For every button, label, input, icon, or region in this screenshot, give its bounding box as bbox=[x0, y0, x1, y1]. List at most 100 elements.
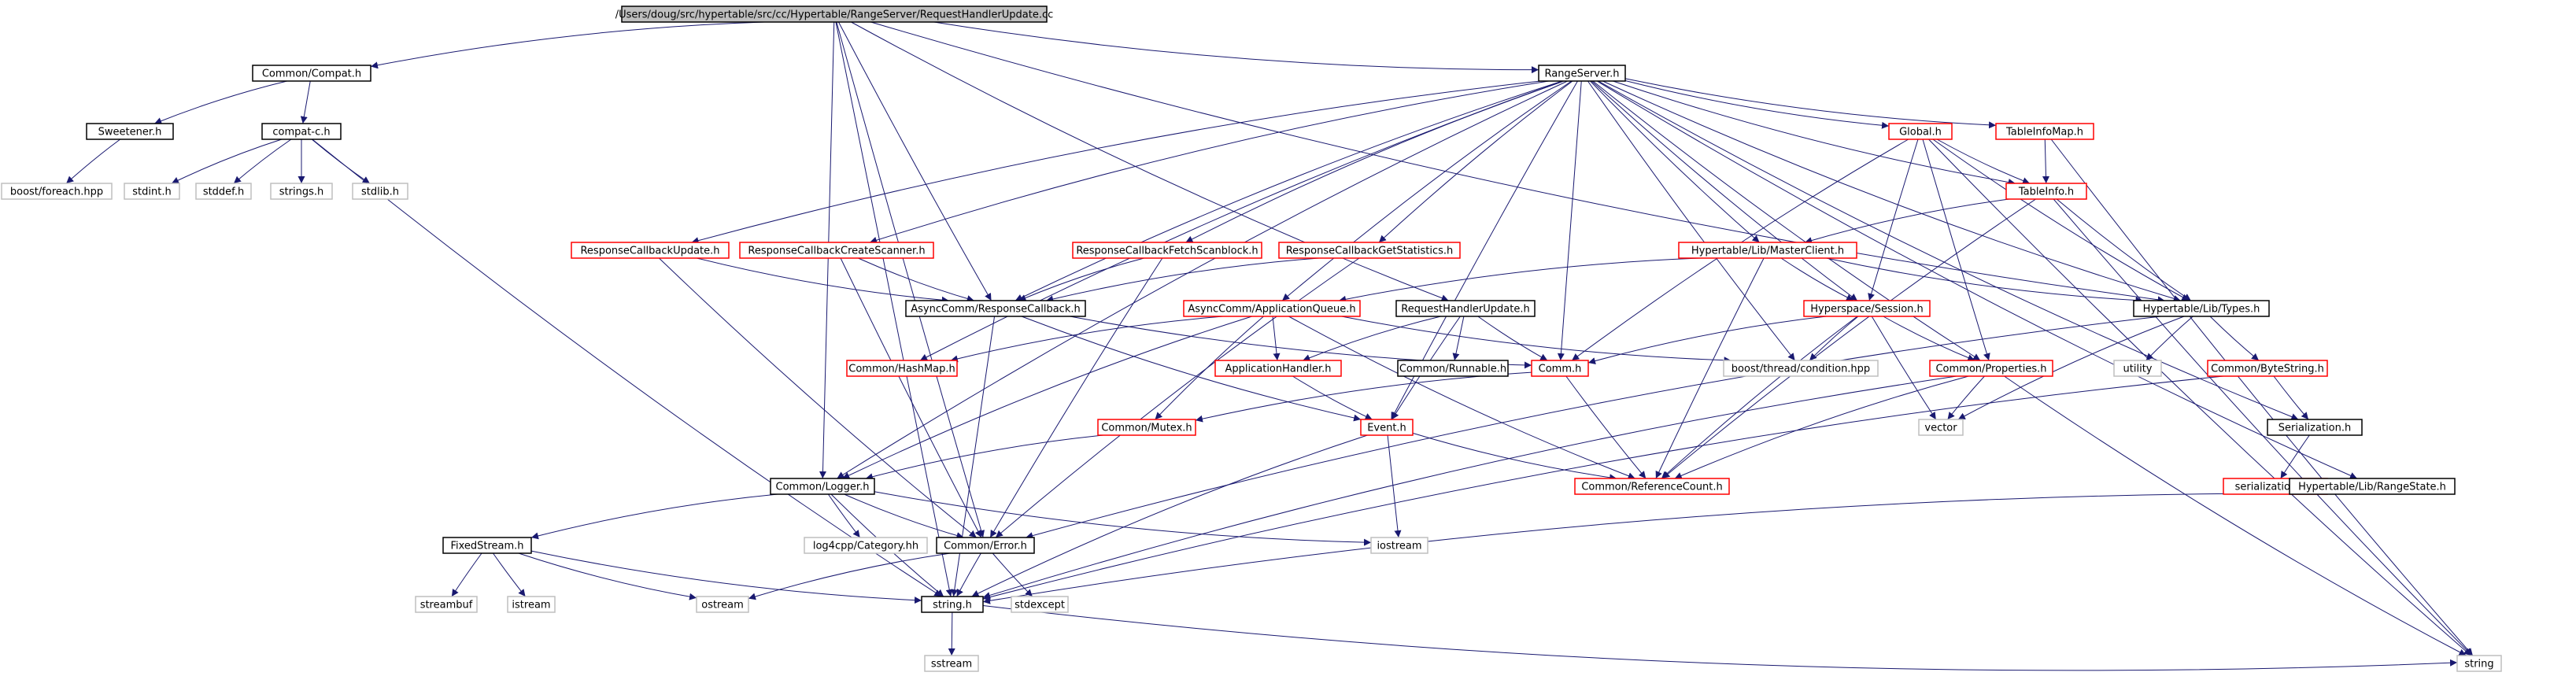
node-vector: vector bbox=[1918, 419, 1964, 436]
edge-rangeserver_h-to-rcb_getstats_h bbox=[1378, 80, 1573, 243]
node-bytestring-h[interactable]: Common/ByteString.h bbox=[2207, 360, 2328, 377]
node-box bbox=[924, 655, 979, 672]
node-box bbox=[124, 183, 180, 200]
edge-fixedstream_h-to-istream bbox=[493, 552, 526, 597]
node-hashmap-h[interactable]: Common/HashMap.h bbox=[846, 360, 958, 377]
node-masterclient-h[interactable]: Hypertable/Lib/MasterClient.h bbox=[1678, 242, 1857, 259]
edge-fixedstream_h-to-ostream bbox=[518, 552, 697, 600]
node-global-h[interactable]: Global.h bbox=[1888, 123, 1953, 140]
edge-mutex_h-to-logger_h bbox=[865, 434, 1104, 481]
edge-fixedstream_h-to-streambuf bbox=[451, 552, 482, 597]
node-log4cpp-category: log4cpp/Category.hh bbox=[804, 537, 928, 554]
edge-appqueue_h-to-logger_h bbox=[842, 316, 1252, 479]
node-rcb-update-h[interactable]: ResponseCallbackUpdate.h bbox=[571, 242, 730, 259]
node-rcb-fetchscanblock-h[interactable]: ResponseCallbackFetchScanblock.h bbox=[1072, 242, 1262, 259]
edge-root-to-rangeserver_h bbox=[933, 21, 1539, 74]
node-fixedstream-h[interactable]: FixedStream.h bbox=[442, 537, 532, 554]
node-apphandler-h[interactable]: ApplicationHandler.h bbox=[1214, 360, 1342, 377]
node-types-h[interactable]: Hypertable/Lib/Types.h bbox=[2133, 300, 2270, 317]
edge-rangeserver_h-to-rcb_fetchscanblock_h bbox=[1185, 80, 1564, 243]
edge-types_h-to-bytestring_h bbox=[2209, 316, 2260, 361]
node-box bbox=[1538, 65, 1626, 82]
node-box bbox=[770, 478, 875, 495]
node-mutex-h[interactable]: Common/Mutex.h bbox=[1097, 419, 1196, 436]
node-box bbox=[1918, 419, 1964, 436]
edge-properties_h-to-string bbox=[2004, 375, 2467, 656]
edge-rangeserver_h-to-appqueue_h bbox=[1281, 80, 1573, 301]
edge-rangeserver_h-to-boost_condition bbox=[1587, 80, 1795, 361]
node-box bbox=[442, 537, 532, 554]
node-box bbox=[1531, 360, 1589, 377]
node-serialization-h[interactable]: Serialization.h bbox=[2267, 419, 2363, 436]
edge-rangeserver_h-to-tableinfomap_h bbox=[1624, 78, 1997, 129]
edge-event_h-to-string_h bbox=[971, 434, 1368, 597]
node-label: Common/Error.h bbox=[944, 541, 1027, 552]
edge-root-to-types_h bbox=[870, 21, 2165, 304]
edge-root-to-compat_h bbox=[370, 21, 765, 69]
node-label: Hypertable/Lib/RangeState.h bbox=[2298, 482, 2446, 493]
edge-global_h-to-tableinfo_h bbox=[1936, 139, 2031, 184]
node-string-h[interactable]: string.h bbox=[921, 596, 984, 613]
node-box bbox=[1888, 123, 1953, 140]
node-compat-c-h[interactable]: compat-c.h bbox=[261, 123, 342, 140]
node-runnable-h[interactable]: Common/Runnable.h bbox=[1397, 360, 1509, 377]
edge-asynccomm_rcb_h-to-string_h bbox=[951, 316, 996, 597]
edge-session_h-to-comm_h bbox=[1587, 316, 1827, 364]
node-box bbox=[1929, 360, 2053, 377]
node-label: Common/HashMap.h bbox=[848, 364, 955, 375]
node-asynccomm-rcb-h[interactable]: AsyncComm/ResponseCallback.h bbox=[905, 300, 1086, 317]
node-sweetener-h[interactable]: Sweetener.h bbox=[86, 123, 174, 140]
edge-logger_h-to-fixedstream_h bbox=[530, 493, 778, 540]
node-tableinfomap-h[interactable]: TableInfoMap.h bbox=[1995, 123, 2094, 140]
node-rcb-getstats-h[interactable]: ResponseCallbackGetStatistics.h bbox=[1278, 242, 1461, 259]
node-label: TableInfoMap.h bbox=[2005, 127, 2083, 139]
node-label: stddef.h bbox=[203, 187, 244, 198]
node-appqueue-h[interactable]: AsyncComm/ApplicationQueue.h bbox=[1183, 300, 1361, 317]
node-properties-h[interactable]: Common/Properties.h bbox=[1929, 360, 2053, 377]
edge-rcb_fetchscanblock_h-to-asynccomm_rcb_h bbox=[1018, 257, 1144, 301]
edge-string_h-to-string bbox=[982, 605, 2458, 671]
node-stdlib-h: stdlib.h bbox=[352, 183, 408, 200]
node-box bbox=[739, 242, 934, 259]
node-box bbox=[1397, 360, 1509, 377]
node-rcb-createscanner-h[interactable]: ResponseCallbackCreateScanner.h bbox=[739, 242, 934, 259]
node-logger-h[interactable]: Common/Logger.h bbox=[770, 478, 875, 495]
node-compat-h[interactable]: Common/Compat.h bbox=[252, 65, 371, 82]
edge-asynccomm_rcb_h-to-event_h bbox=[1021, 316, 1362, 422]
node-box bbox=[86, 123, 174, 140]
node-rangeserver-h[interactable]: RangeServer.h bbox=[1538, 65, 1626, 82]
node-label: istream bbox=[512, 600, 550, 611]
node-label: RequestHandlerUpdate.h bbox=[1401, 304, 1529, 316]
node-error-h[interactable]: Common/Error.h bbox=[936, 537, 1035, 554]
node-label: TableInfo.h bbox=[2018, 187, 2074, 198]
node-label: strings.h bbox=[279, 187, 323, 198]
node-label: Comm.h bbox=[1539, 364, 1582, 375]
node-tableinfo-h[interactable]: TableInfo.h bbox=[2005, 183, 2087, 200]
node-root[interactable]: /Users/doug/src/hypertable/src/cc/Hypert… bbox=[615, 6, 1054, 23]
node-label: RangeServer.h bbox=[1544, 68, 1619, 80]
edge-error_h-to-stdexcept bbox=[992, 552, 1033, 597]
edge-root-to-rhu_h bbox=[851, 21, 1449, 301]
node-event-h[interactable]: Event.h bbox=[1360, 419, 1414, 436]
edge-global_h-to-string bbox=[1928, 139, 2471, 656]
node-rangestate-h[interactable]: Hypertable/Lib/RangeState.h bbox=[2289, 478, 2456, 495]
edge-appqueue_h-to-boost_condition bbox=[1341, 316, 1732, 364]
edge-masterclient_h-to-refcount_h bbox=[1655, 257, 1765, 479]
node-refcount-h[interactable]: Common/ReferenceCount.h bbox=[1574, 478, 1730, 495]
node-label: streambuf bbox=[420, 600, 473, 611]
node-box bbox=[252, 65, 371, 82]
node-box bbox=[352, 183, 408, 200]
node-label: utility bbox=[2123, 364, 2153, 375]
node-box bbox=[1574, 478, 1730, 495]
node-box bbox=[1214, 360, 1342, 377]
node-rhu-h[interactable]: RequestHandlerUpdate.h bbox=[1395, 300, 1536, 317]
node-boost-condition: boost/thread/condition.hpp bbox=[1723, 360, 1879, 377]
edge-root-to-asynccomm_rcb_h bbox=[838, 21, 992, 301]
node-box bbox=[1011, 596, 1069, 613]
edge-logger_h-to-iostream bbox=[874, 491, 1372, 546]
node-label: /Users/doug/src/hypertable/src/cc/Hypert… bbox=[615, 9, 1054, 21]
edge-compat_c_h-to-stdint_h bbox=[171, 139, 283, 184]
node-session-h[interactable]: Hyperspace/Session.h bbox=[1803, 300, 1931, 317]
node-label: FixedStream.h bbox=[450, 541, 523, 552]
node-comm-h[interactable]: Comm.h bbox=[1531, 360, 1589, 377]
